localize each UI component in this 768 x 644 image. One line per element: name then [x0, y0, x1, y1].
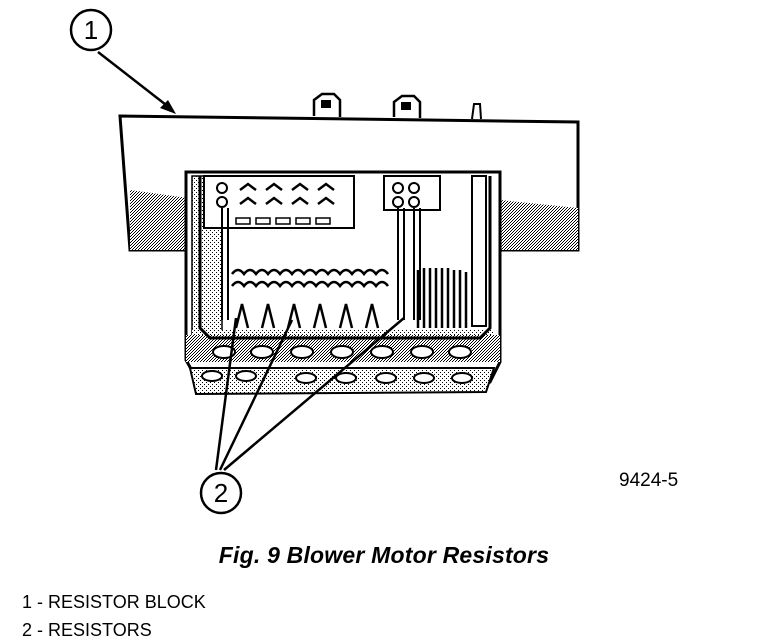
- figure-caption: Fig. 9 Blower Motor Resistors: [218, 542, 550, 568]
- resistor-coils: [231, 268, 468, 329]
- vent-holes: [201, 345, 473, 384]
- callout-2-number: 2: [214, 478, 228, 508]
- legend-item-resistors: 2 - RESISTORS: [22, 620, 152, 640]
- legend-item-resistor-block: 1 - RESISTOR BLOCK: [22, 592, 206, 612]
- callout-1-number: 1: [84, 15, 98, 45]
- legend: 1 - RESISTOR BLOCK 2 - RESISTORS: [22, 588, 206, 644]
- callout-2: 2: [199, 317, 405, 515]
- figure-id: 9424-5: [619, 470, 679, 491]
- blower-motor-resistor-illustration: 1 2: [69, 8, 580, 515]
- callout-1: 1: [69, 8, 176, 114]
